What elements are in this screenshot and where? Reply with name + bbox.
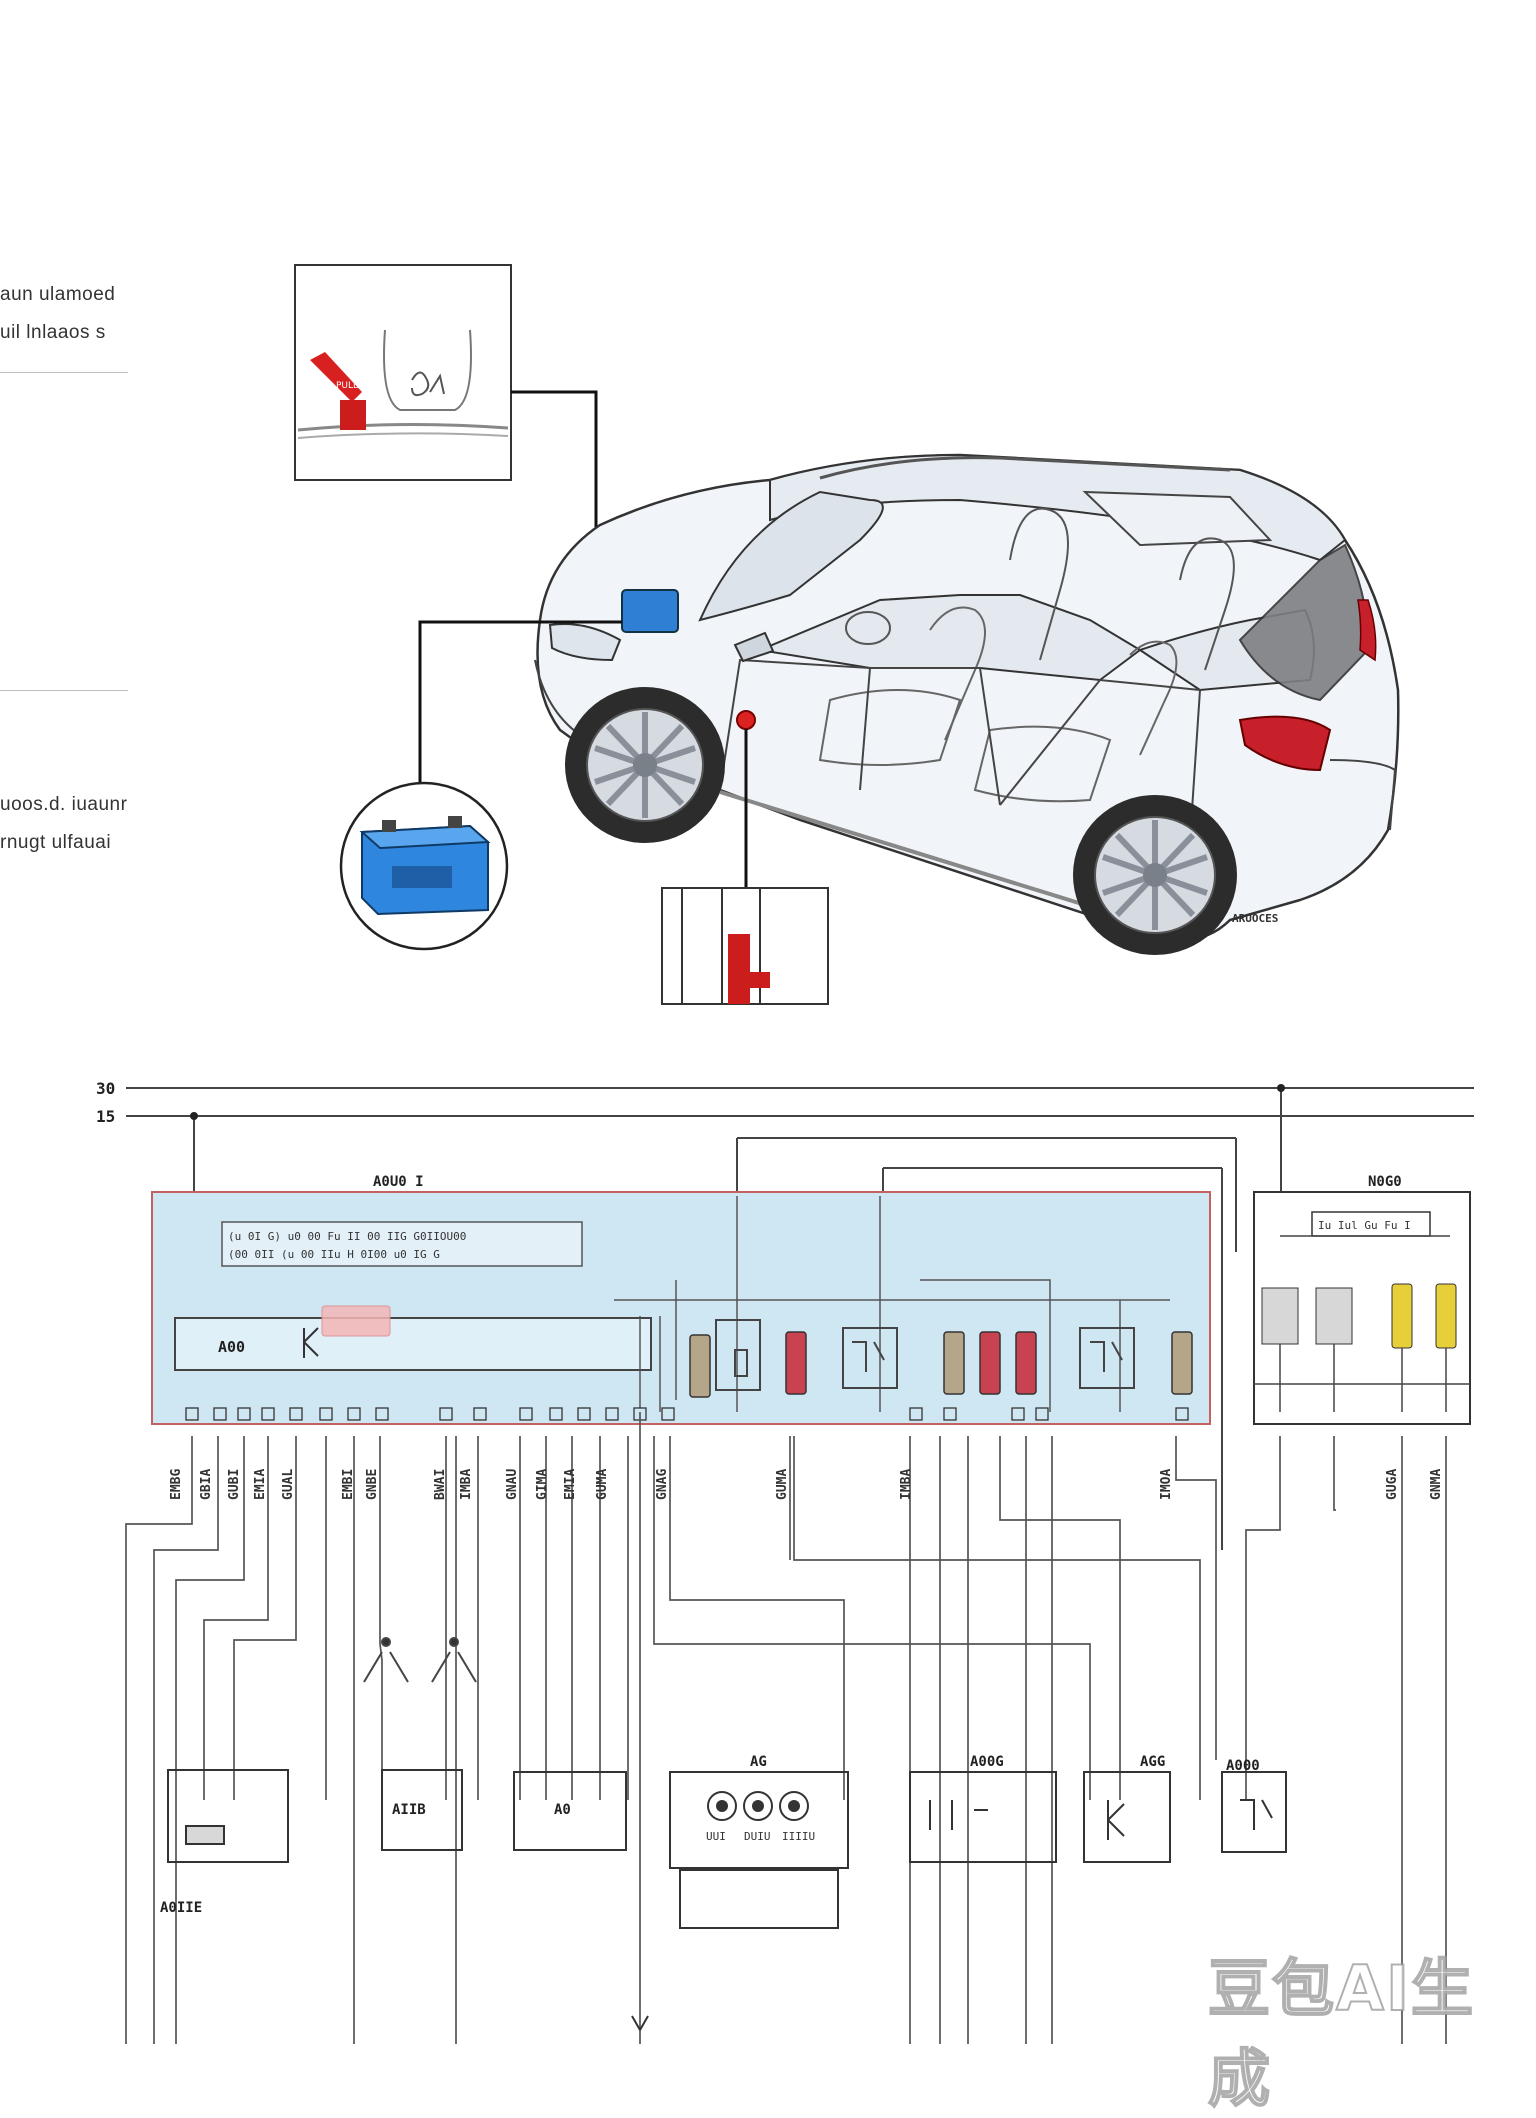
wire-label-15: GUMA	[775, 1469, 790, 1500]
fuel-lever-icon	[728, 934, 750, 1004]
block-1	[167, 1769, 289, 1863]
wire-label-4: EMIA	[253, 1469, 268, 1500]
battery-inset	[339, 781, 509, 951]
wiring-schematic: 30 15 A0U0 I (u 0I G) u0 00 Fu II 00 IIG…	[96, 1079, 1474, 2044]
fuel-lever-inset	[661, 887, 829, 1005]
wire-label-18: GUGA	[1385, 1469, 1400, 1500]
block-6	[1083, 1771, 1171, 1863]
relay-box-fuse-1	[1261, 1287, 1299, 1345]
wire-label-12: EMIA	[563, 1469, 578, 1500]
module-block-label: A00	[218, 1338, 245, 1356]
wire-label-2: GBIA	[199, 1469, 214, 1500]
wire-label-17: IMOA	[1159, 1469, 1174, 1500]
side-note-bottom-line-1: uoos.d. iuaunr	[0, 794, 128, 815]
fuel-door-marker	[736, 710, 756, 730]
side-note-top: aun ulamoed uil lnlaaos s	[0, 276, 130, 352]
gauge-icon-2	[743, 1791, 773, 1821]
hood-latch-inset: PULL	[294, 264, 512, 481]
fuse-3	[943, 1331, 965, 1395]
wire-label-8: BWAI	[433, 1469, 448, 1500]
wire-label-5: GUAL	[281, 1469, 296, 1500]
car-illustration: PULL	[294, 264, 1400, 1005]
car-badge-text: ARUOCES	[1232, 912, 1278, 925]
bus-label-15: 15	[96, 1107, 115, 1126]
block-label-6: AGG	[1140, 1754, 1165, 1770]
wire-label-6: EMBI	[341, 1469, 356, 1500]
side-note-bottom: uoos.d. iuaunr rnugt ulfauai	[0, 786, 130, 862]
relay-box-title: N0G0	[1368, 1174, 1402, 1190]
block-label-1: A0IIE	[160, 1900, 202, 1916]
block-3	[513, 1771, 627, 1851]
relay-box: N0G0 Iu Iul Gu Fu I	[1253, 1174, 1471, 1425]
control-module: A0U0 I (u 0I G) u0 00 Fu II 00 IIG G0IIO…	[151, 1174, 1211, 1425]
fuse-6	[1171, 1331, 1193, 1395]
block-label-5: A00G	[970, 1754, 1004, 1770]
front-wheel	[565, 687, 725, 843]
wire-label-13: GUMA	[595, 1469, 610, 1500]
relay-box-fuse-3	[1391, 1283, 1413, 1349]
wire-label-9: IMBA	[459, 1469, 474, 1500]
module-top-label: A0U0 I	[373, 1174, 424, 1190]
wire-label-7: GNBE	[365, 1469, 380, 1500]
svg-text:PULL: PULL	[336, 381, 358, 391]
block-4	[669, 1771, 849, 1869]
wire-label-16: IMBA	[899, 1469, 914, 1500]
wire-label-1: EMBG	[169, 1469, 184, 1500]
hood-latch-lever-icon	[310, 352, 362, 402]
block-2	[381, 1769, 463, 1851]
side-note-top-line-2: uil lnlaaos s	[0, 322, 106, 343]
wire-label-14: GNAG	[655, 1469, 670, 1500]
relay-box-fuse-4	[1435, 1283, 1457, 1349]
side-note-bottom-line-2: rnugt ulfauai	[0, 832, 112, 853]
fuse-2	[785, 1331, 807, 1395]
side-note-top-line-1: aun ulamoed	[0, 284, 116, 305]
side-rule-1	[0, 372, 128, 373]
fuse-4	[979, 1331, 1001, 1395]
gauge-label-1: UUI	[706, 1830, 726, 1843]
block-5	[909, 1771, 1057, 1863]
block-label-7: A000	[1226, 1758, 1260, 1774]
fuse-5	[1015, 1331, 1037, 1395]
wire-label-3: GUBI	[227, 1469, 242, 1500]
battery-icon	[392, 866, 452, 888]
wire-label-10: GNAU	[505, 1469, 520, 1500]
wire-labels: EMBG GBIA GUBI EMIA GUAL EMBI GNBE BWAI …	[169, 1469, 1444, 1500]
module-text-1: (u 0I G) u0 00 Fu II 00 IIG G0IIOU00	[228, 1230, 466, 1243]
block-label-3: A0	[554, 1802, 571, 1818]
fuse-1	[689, 1334, 711, 1398]
block-label-2: AIIB	[392, 1802, 426, 1818]
wire-label-11: GIMA	[535, 1469, 550, 1500]
block-label-4: AG	[750, 1754, 767, 1770]
wire-label-19: GNMA	[1429, 1469, 1444, 1500]
watermark: 豆包AI生成	[1207, 1951, 1476, 2116]
rear-wheel	[1073, 795, 1237, 955]
gauge-icon-1	[707, 1791, 737, 1821]
gauge-cluster: UUI DUIU IIIIU	[706, 1791, 815, 1843]
gauge-icon-3	[779, 1791, 809, 1821]
module-text-2: (00 0II (u 00 IIu H 0I00 u0 IG G	[228, 1248, 440, 1261]
bottom-blocks	[167, 1769, 1287, 1929]
bus-label-30: 30	[96, 1079, 115, 1098]
engine-bay-battery	[621, 589, 679, 633]
relay-box-fuse-2	[1315, 1287, 1353, 1345]
relay-box-label: Iu Iul Gu Fu I	[1318, 1219, 1411, 1232]
block-7	[1221, 1771, 1287, 1853]
gauge-label-3: IIIIU	[782, 1830, 815, 1843]
side-rule-2	[0, 690, 128, 691]
gauge-label-2: DUIU	[744, 1830, 771, 1843]
